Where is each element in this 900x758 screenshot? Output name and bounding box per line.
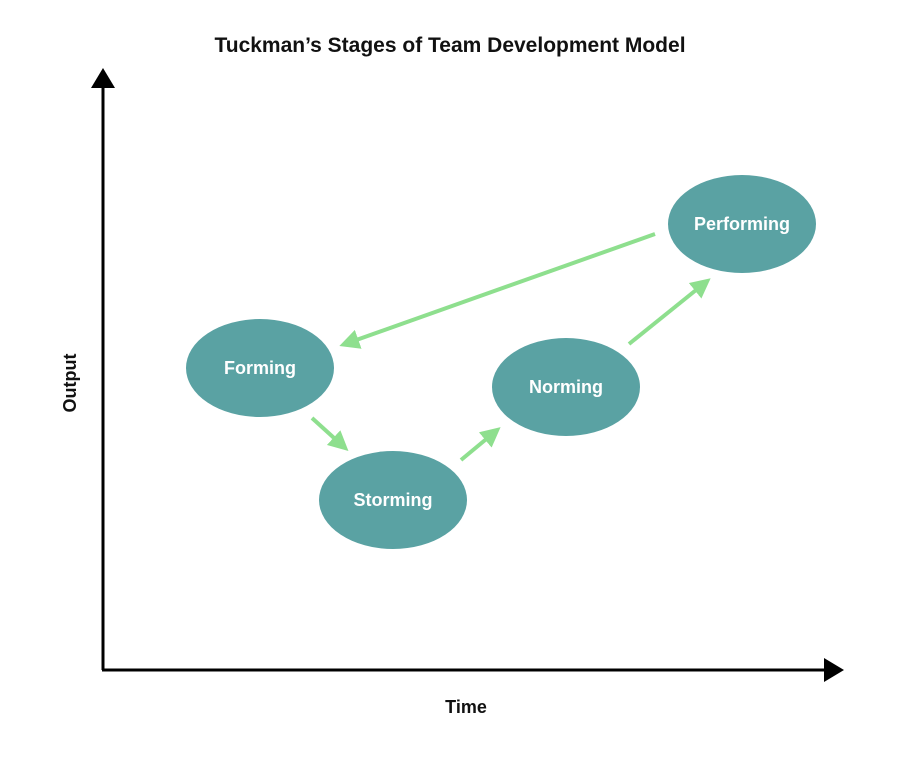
- stage-forming-label: Forming: [224, 358, 296, 378]
- stage-performing-label: Performing: [694, 214, 790, 234]
- arrow-norming-to-performing: [627, 278, 711, 346]
- stage-forming: Forming: [186, 319, 334, 417]
- stage-performing: Performing: [668, 175, 816, 273]
- transition-arrows: [310, 232, 711, 462]
- y-axis: [91, 68, 115, 670]
- y-axis-label: Output: [60, 354, 80, 413]
- stage-norming: Norming: [492, 338, 640, 436]
- stage-storming: Storming: [319, 451, 467, 549]
- diagram-title: Tuckman’s Stages of Team Development Mod…: [214, 34, 685, 57]
- stage-storming-label: Storming: [354, 490, 433, 510]
- arrow-performing-to-forming: [339, 232, 656, 349]
- arrow-storming-to-norming: [459, 427, 501, 462]
- x-axis-label: Time: [445, 697, 487, 717]
- arrow-forming-to-storming: [310, 416, 349, 452]
- stage-norming-label: Norming: [529, 377, 603, 397]
- x-axis-arrowhead: [824, 658, 844, 682]
- x-axis: [102, 658, 844, 682]
- y-axis-arrowhead: [91, 68, 115, 88]
